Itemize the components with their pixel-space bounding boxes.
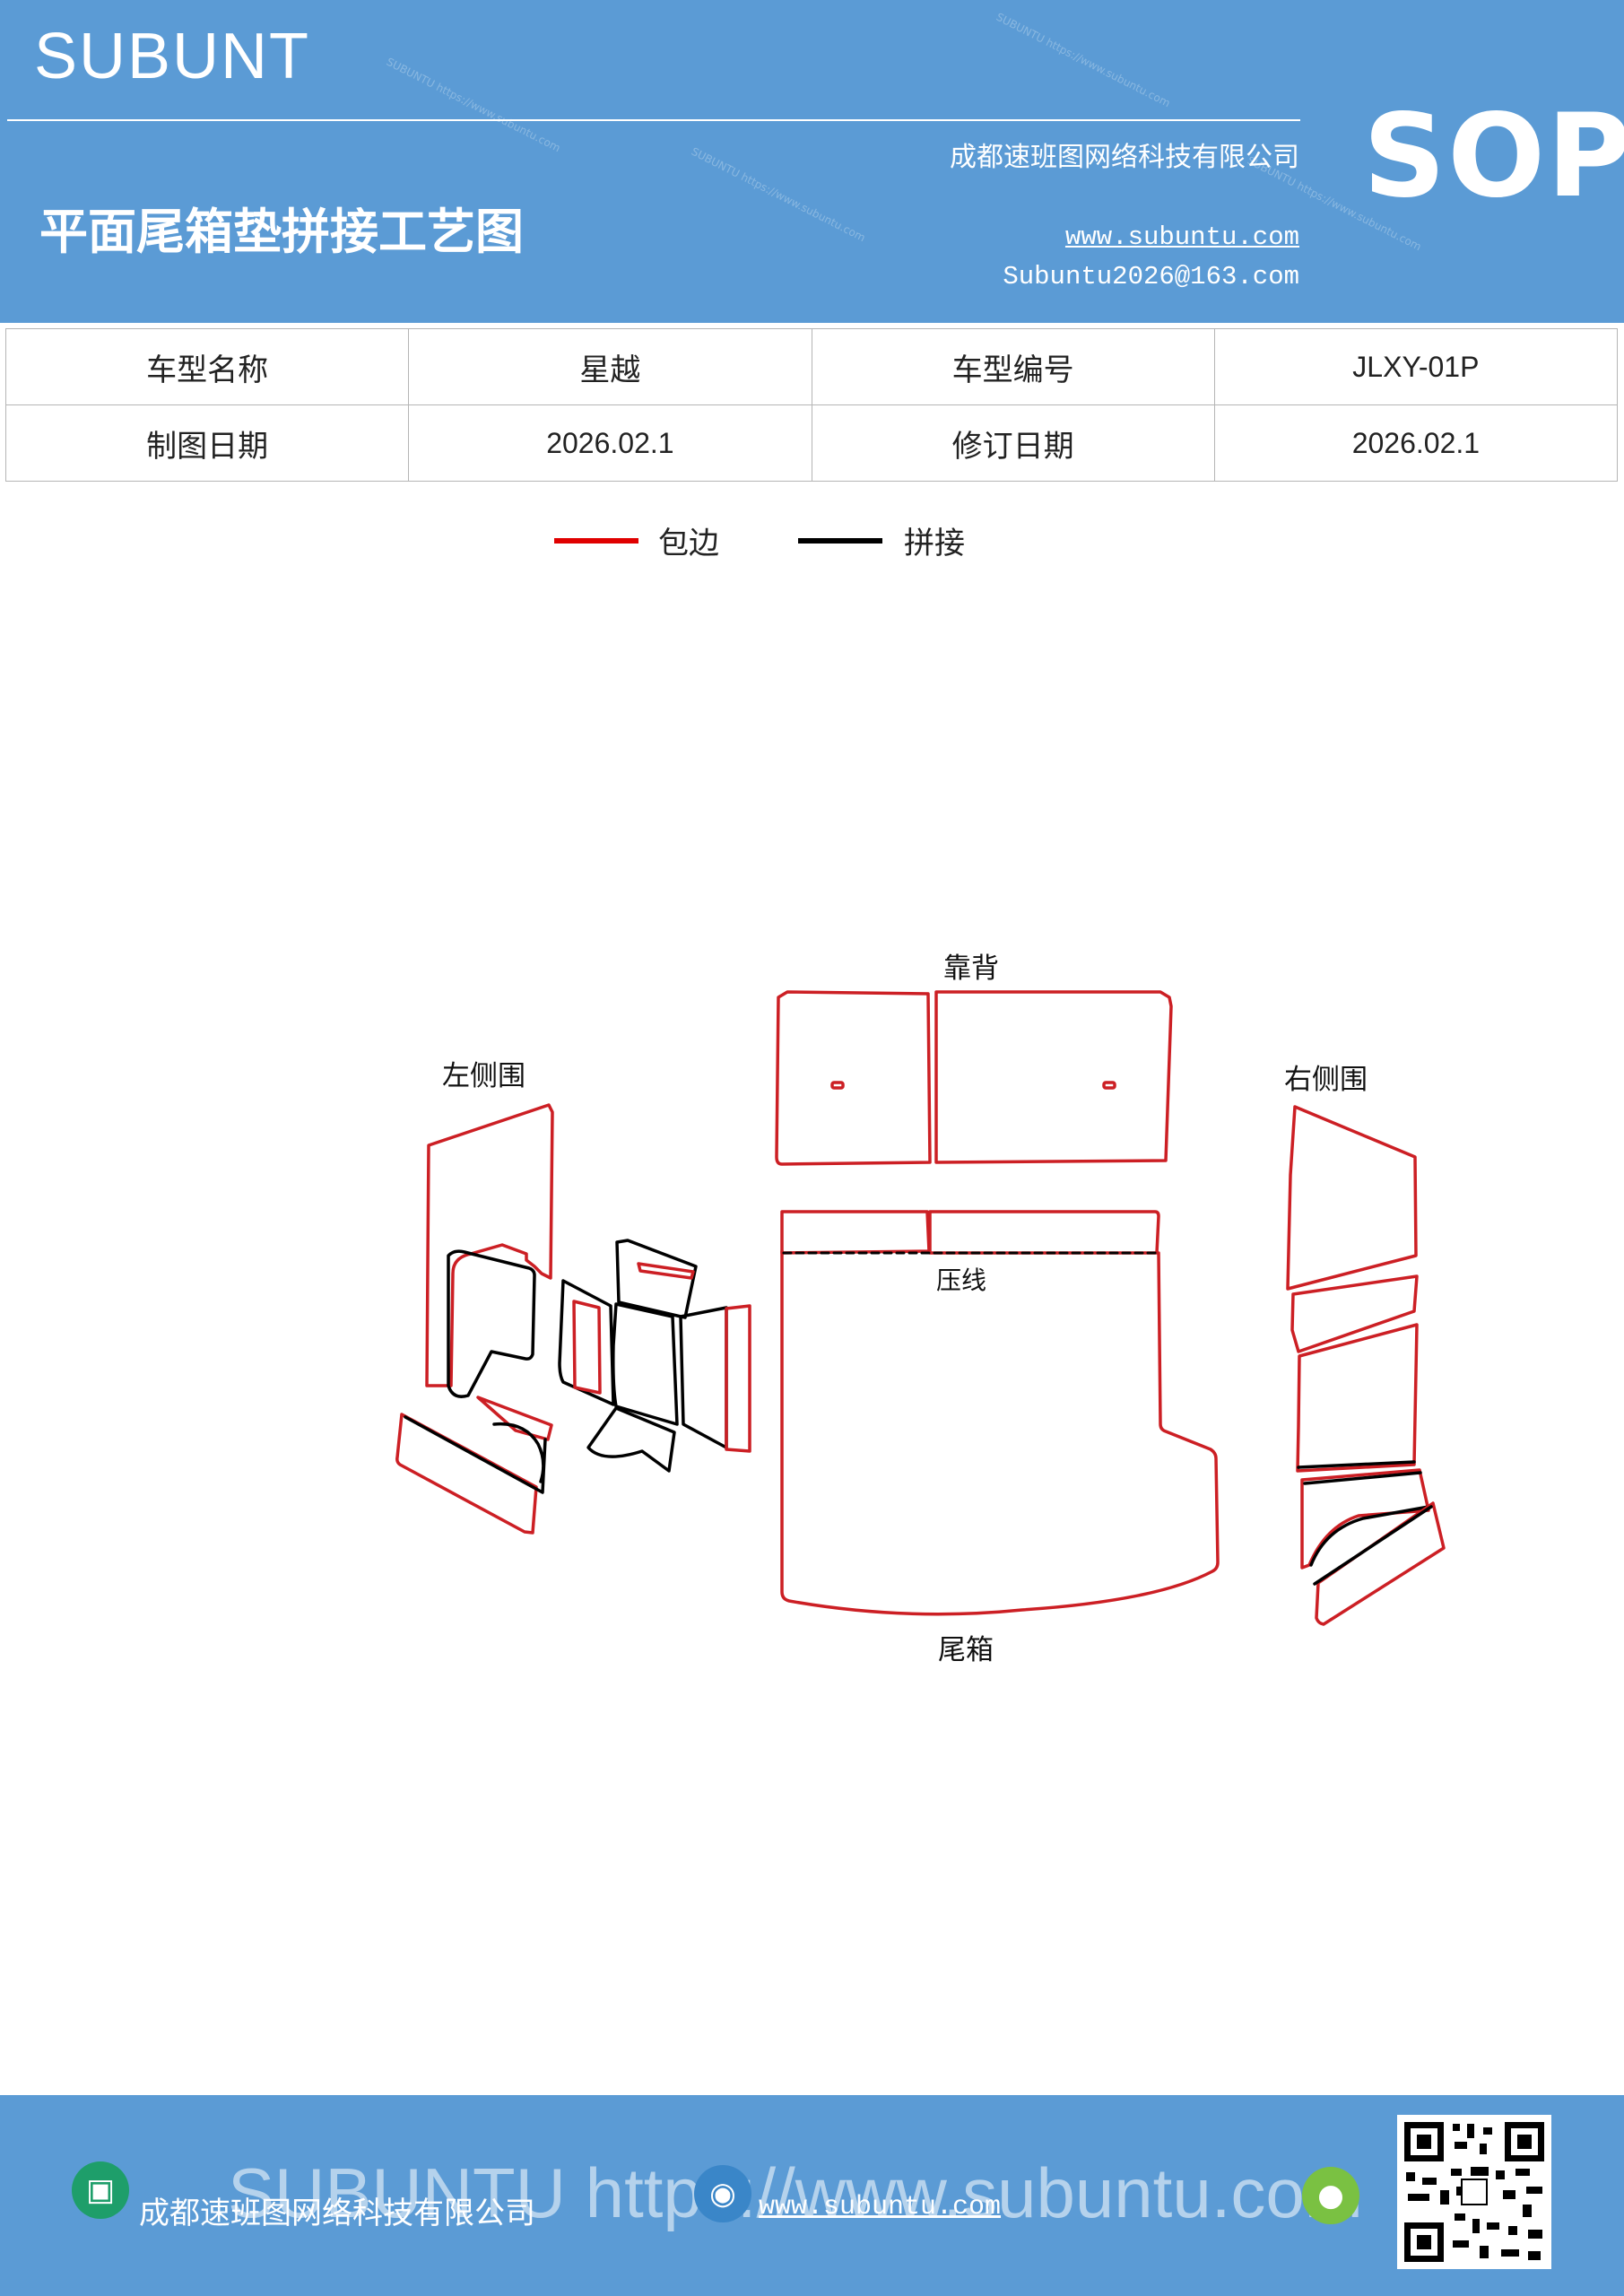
page-title: 平面尾箱垫拼接工艺图: [39, 204, 524, 260]
left-side-bottom-panel: [395, 1413, 538, 1535]
left-piece-bottom: [586, 1406, 676, 1473]
label-backrest: 靠背: [943, 952, 999, 985]
trunk-top-left-strip: [780, 1210, 931, 1255]
wechat-icon: ●: [1302, 2167, 1359, 2224]
left-side-main: [425, 1103, 554, 1387]
left-side-bottom-seam: [404, 1415, 547, 1494]
sop-badge: SOP: [1363, 90, 1624, 223]
backrest-hole: [1102, 1081, 1116, 1090]
splice-diagram: [395, 990, 1446, 1626]
brand-name: SUBUNT: [34, 21, 311, 92]
right-side-strip-1: [1290, 1274, 1419, 1353]
legend-seam-label: 拼接: [904, 526, 965, 561]
header-banner: SUBUNTU https://www.subuntu.com SUBUNTU …: [0, 0, 1624, 323]
trunk-top-right-strip: [928, 1210, 1160, 1255]
right-side-panel-3: [1300, 1468, 1430, 1570]
table-cell: 2026.02.1: [408, 404, 812, 482]
label-right-side: 右侧围: [1284, 1064, 1368, 1096]
table-cell: 车型名称: [4, 328, 410, 405]
footer-company: 成都速班图网络科技有限公司: [139, 2196, 535, 2231]
right-side-seam-3: [1303, 1471, 1430, 1567]
backrest-left-panel: [775, 990, 932, 1166]
table-cell: 制图日期: [4, 404, 410, 482]
left-piece-right-strip: [725, 1304, 751, 1453]
left-piece-box: [558, 1279, 615, 1406]
trunk-main-panel: [780, 1249, 1220, 1616]
seam-swatch: [798, 538, 882, 544]
left-piece-center: [612, 1302, 679, 1426]
qr-code: [1397, 2115, 1551, 2269]
qr-code-icon: [1404, 2122, 1544, 2262]
backrest-right-panel: [934, 990, 1173, 1164]
footer-watermark: SUBUNTU https://www.subuntu.com: [228, 2153, 1363, 2232]
table-cell: 星越: [408, 328, 812, 405]
backrest-hole: [830, 1081, 845, 1090]
globe-icon: ◉: [694, 2165, 751, 2222]
left-side-lower-strip: [476, 1396, 553, 1441]
left-piece-right-box: [679, 1306, 728, 1449]
right-side-top-panel: [1286, 1105, 1418, 1291]
legend-wrap-label: 包边: [658, 526, 719, 561]
table-cell: JLXY-01P: [1213, 328, 1619, 405]
email-address: Subuntu2026@163.com: [1003, 262, 1299, 291]
left-piece-slot: [572, 1300, 602, 1395]
footer-banner: SUBUNTU https://www.subuntu.com ▣ 成都速班图网…: [0, 2095, 1624, 2296]
website-link[interactable]: www.subuntu.com: [1064, 222, 1299, 252]
table-cell: 车型编号: [811, 328, 1215, 405]
table-row: 制图日期 2026.02.1 修订日期 2026.02.1: [4, 404, 1619, 482]
right-side-bottom-strip: [1315, 1501, 1446, 1626]
table-cell: 2026.02.1: [1213, 404, 1619, 482]
table-row: 车型名称 星越 车型编号 JLXY-01P: [4, 328, 1619, 405]
label-trunk: 尾箱: [938, 1634, 994, 1666]
right-side-bottom-seam: [1313, 1505, 1433, 1586]
company-name: 成都速班图网络科技有限公司: [950, 142, 1299, 173]
left-piece-top: [615, 1239, 698, 1319]
table-cell: 修订日期: [811, 404, 1215, 482]
footer-website-link[interactable]: www.subuntu.com: [759, 2192, 1002, 2222]
wrap-swatch: [554, 538, 638, 544]
vehicle-info-table: 车型名称 星越 车型编号 JLXY-01P 制图日期 2026.02.1 修订日…: [4, 328, 1619, 482]
right-side-seam-2: [1297, 1460, 1416, 1469]
building-icon: ▣: [72, 2161, 129, 2219]
left-side-insert: [447, 1249, 536, 1398]
left-piece-top-slot: [637, 1262, 695, 1280]
header-divider: [7, 119, 1300, 121]
label-crease: 压线: [936, 1265, 987, 1295]
label-left-side: 左侧围: [442, 1060, 525, 1092]
right-side-panel-2: [1296, 1323, 1419, 1473]
